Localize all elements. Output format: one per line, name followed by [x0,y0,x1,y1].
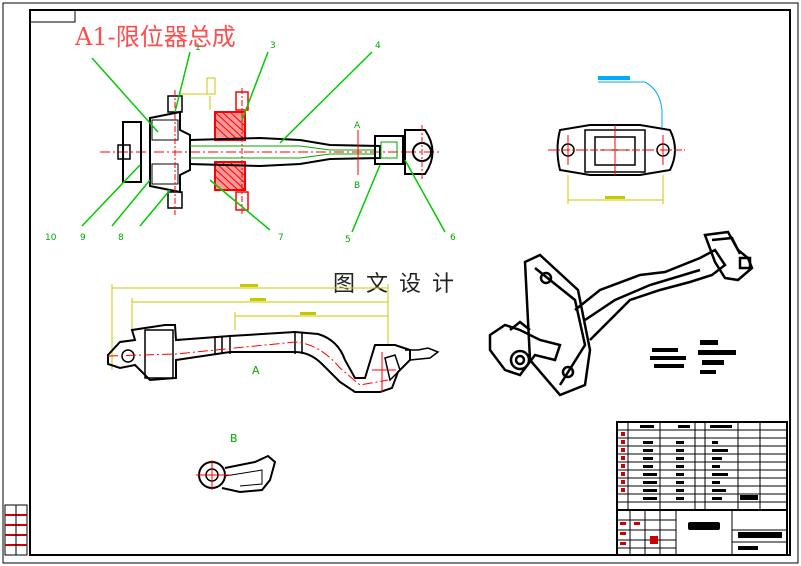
callout-8: 8 [118,233,124,243]
callout-1: 1 [195,43,201,53]
watermark-bg [318,262,468,298]
section-a-label: A [354,121,361,131]
section-b-view: B [196,432,277,494]
iso-label-mark [650,340,736,374]
inner-border [29,9,791,556]
watermark-text: 图 文 设 计 [333,272,456,297]
title-block [616,509,788,556]
bracket-top-view [548,76,685,204]
rubber-block-upper [214,111,246,141]
isometric-view [488,230,754,397]
revision-strip [4,504,28,556]
drawing-title: A1-限位器总成 [74,23,236,51]
view-a-label: A [252,364,260,377]
section-b-label: B [354,181,360,191]
view-b-label: B [230,432,238,445]
rubber-block-lower [214,161,246,191]
corner-tag [29,9,76,23]
callout-6: 6 [450,233,456,243]
callout-3: 3 [270,41,276,51]
callout-10: 10 [45,233,57,243]
arm-side-view: A [107,284,440,393]
callout-5: 5 [345,235,351,245]
callout-4: 4 [375,41,381,51]
callout-7: 7 [278,233,284,243]
leader-lines [81,51,446,233]
callout-9: 9 [80,233,86,243]
main-assembly-view: A B [100,77,440,215]
callout-numbers: 1 3 4 10 9 8 7 5 6 [45,41,456,245]
bill-of-materials [616,421,788,511]
